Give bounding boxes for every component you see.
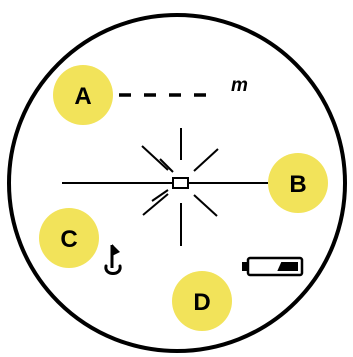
- starburst-ray-nw: [141, 145, 169, 171]
- starburst-ray-nnw: [159, 158, 174, 173]
- callout-c-badge: [39, 208, 99, 268]
- crosshair-starburst-icon: [62, 128, 268, 246]
- callout-b-label: B: [289, 171, 306, 198]
- distance-readout: m: [119, 75, 248, 97]
- callout-a-badge: [53, 65, 113, 125]
- battery-level-fill: [277, 262, 298, 271]
- callout-d-label: D: [193, 289, 210, 316]
- starburst-ray-wsw: [151, 189, 169, 202]
- flag-pennant: [112, 244, 120, 256]
- crosshair-center-box: [172, 177, 189, 189]
- callout-c-label: C: [60, 226, 77, 253]
- starburst-ray-se: [193, 194, 218, 217]
- starburst-ray-ne: [193, 148, 219, 172]
- callout-b: B: [268, 153, 328, 213]
- viewfinder-circle: [7, 13, 347, 353]
- callout-a: A: [53, 65, 113, 125]
- battery-icon: [242, 256, 304, 277]
- callout-c: C: [39, 208, 99, 268]
- callout-d: D: [172, 271, 232, 331]
- starburst-ray-sw: [142, 193, 169, 216]
- distance-unit: m: [231, 75, 248, 96]
- callout-d-badge: [172, 271, 232, 331]
- callout-a-label: A: [74, 83, 91, 110]
- battery-terminal: [242, 262, 248, 271]
- flag-hole-cup: [104, 264, 122, 275]
- callout-b-badge: [268, 153, 328, 213]
- golf-flag-icon: [104, 244, 122, 275]
